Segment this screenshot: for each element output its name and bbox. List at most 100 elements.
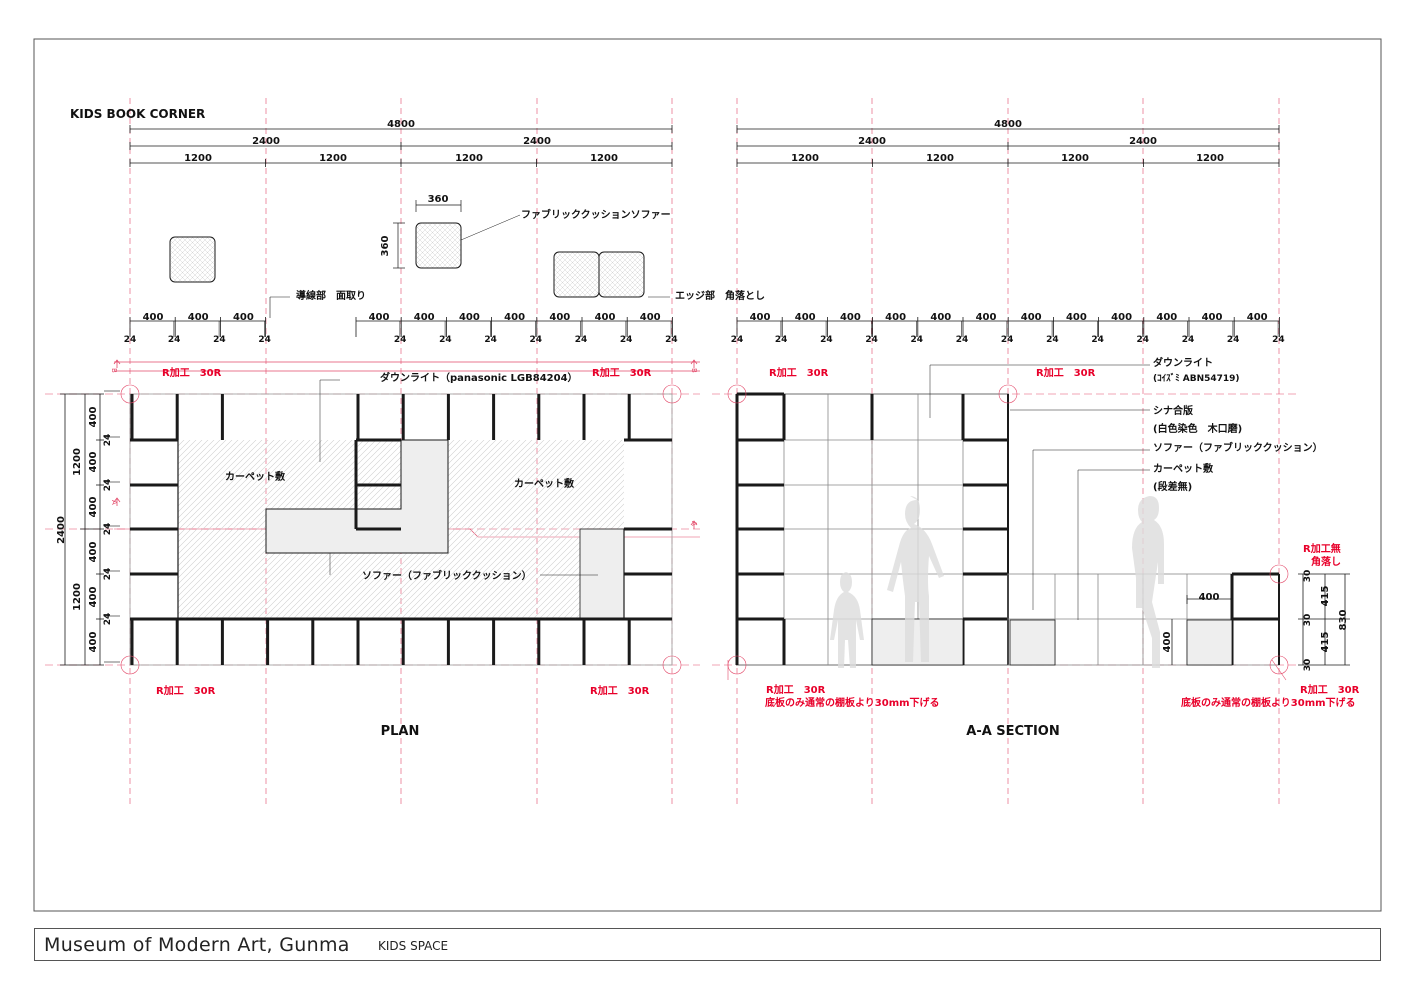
person-silhouette bbox=[887, 496, 944, 662]
dim-board: 24 bbox=[956, 335, 969, 345]
dim-half: 2400 bbox=[523, 136, 551, 147]
dim-board: 24 bbox=[865, 335, 878, 345]
view-label-section: A-A SECTION bbox=[966, 724, 1059, 739]
radius-mark bbox=[120, 384, 140, 404]
label-fabric-sofa: ファブリッククッションソファー bbox=[521, 208, 671, 221]
dim-shelf: 400 bbox=[88, 632, 99, 653]
section-cushion bbox=[1009, 619, 1056, 666]
label-carpet-sec: カーペット敷 bbox=[1153, 462, 1214, 475]
dim-height-half: 1200 bbox=[72, 448, 83, 476]
view-label-plan: PLAN bbox=[381, 724, 420, 739]
label-downlight: ダウンライト（panasonic LGB84204） bbox=[380, 371, 578, 384]
section-arrow bbox=[113, 497, 121, 506]
annotation-texts: KIDS BOOK CORNER 4800 2400 2400 1200 1200 1200… bbox=[56, 107, 1360, 739]
static-geometry bbox=[33, 38, 1382, 912]
project-subtitle: KIDS SPACE bbox=[378, 939, 449, 953]
project-title: Museum of Modern Art, Gunma bbox=[44, 934, 350, 956]
dim-board: 24 bbox=[1137, 335, 1150, 345]
dim-board: 24 bbox=[103, 479, 113, 492]
label-sofa: ソファー（ファブリッククッション） bbox=[362, 569, 532, 582]
radius-mark bbox=[1269, 564, 1289, 584]
dim-board: 24 bbox=[1046, 335, 1059, 345]
radius-mark bbox=[998, 384, 1018, 404]
dim-board: 24 bbox=[1001, 335, 1014, 345]
label-plywood-finish: (白色染色 木口磨) bbox=[1153, 422, 1242, 435]
dim-module: 1200 bbox=[1196, 153, 1224, 164]
dim-shelf: 400 bbox=[504, 312, 525, 323]
dim-shelf: 400 bbox=[88, 452, 99, 473]
dim-shelf: 400 bbox=[188, 312, 209, 323]
dim-board: 24 bbox=[439, 335, 452, 345]
dim-board: 24 bbox=[1272, 335, 1285, 345]
dim-module: 1200 bbox=[455, 153, 483, 164]
dim-shelf: 400 bbox=[1066, 312, 1087, 323]
dim-board: 24 bbox=[665, 335, 678, 345]
dim-module: 1200 bbox=[791, 153, 819, 164]
dim-shelf: 400 bbox=[1111, 312, 1132, 323]
label-r30: R加工 30R bbox=[592, 366, 652, 379]
radius-mark bbox=[1269, 655, 1289, 675]
dim-shelf: 400 bbox=[840, 312, 861, 323]
dim-height-half: 1200 bbox=[72, 583, 83, 611]
dim-shelf: 400 bbox=[414, 312, 435, 323]
dim-shelf: 400 bbox=[595, 312, 616, 323]
dim-shelf: 400 bbox=[459, 312, 480, 323]
dim-board: 24 bbox=[258, 335, 271, 345]
label-r30: R加工 30R bbox=[766, 683, 826, 696]
dim-board: 24 bbox=[168, 335, 181, 345]
dim-board: 24 bbox=[620, 335, 633, 345]
dim-cushion: 360 bbox=[428, 194, 449, 205]
label-r30: R加工 30R bbox=[590, 684, 650, 697]
dim-board: 24 bbox=[103, 434, 113, 447]
label-plywood: シナ合版 bbox=[1153, 404, 1193, 417]
label-sofa-sec: ソファー（ファブリッククッション） bbox=[1153, 441, 1323, 454]
radius-mark bbox=[662, 384, 682, 404]
dim-module: 1200 bbox=[319, 153, 347, 164]
dim-overall: 4800 bbox=[994, 119, 1022, 130]
dim-shelf: 400 bbox=[640, 312, 661, 323]
section-arrow bbox=[113, 359, 121, 368]
dim-sec-board: 30 bbox=[1303, 614, 1313, 627]
label-carpet: カーペット敷 bbox=[514, 477, 575, 490]
dim-shelf: 400 bbox=[795, 312, 816, 323]
label-r30: R加工 30R bbox=[1300, 683, 1360, 696]
radius-mark bbox=[662, 655, 682, 675]
dim-sec-total: 830 bbox=[1338, 610, 1349, 631]
label-carpet-sec-note: (段差無) bbox=[1153, 480, 1192, 493]
dim-overall: 4800 bbox=[387, 119, 415, 130]
dim-sec-half: 415 bbox=[1320, 586, 1331, 607]
dim-board: 24 bbox=[124, 335, 137, 345]
dim-sec-half: 415 bbox=[1320, 632, 1331, 653]
dim-shelf: 400 bbox=[750, 312, 771, 323]
dim-board: 24 bbox=[1227, 335, 1240, 345]
dim-shelf: 400 bbox=[885, 312, 906, 323]
seated-silhouette bbox=[1132, 496, 1164, 668]
dim-module: 1200 bbox=[926, 153, 954, 164]
section-cushion bbox=[1186, 619, 1233, 666]
dim-board: 24 bbox=[1182, 335, 1195, 345]
leader-line bbox=[1271, 659, 1287, 681]
drawing-title: KIDS BOOK CORNER bbox=[70, 107, 205, 121]
dim-shelf: 400 bbox=[88, 587, 99, 608]
label-bottom-note: 底板のみ通常の棚板より30mm下げる bbox=[765, 696, 940, 709]
dim-board: 24 bbox=[103, 568, 113, 581]
dim-module: 1200 bbox=[184, 153, 212, 164]
dim-shelf: 400 bbox=[976, 312, 997, 323]
dim-sec-board: 30 bbox=[1303, 659, 1313, 672]
dim-half: 2400 bbox=[858, 136, 886, 147]
child-silhouette bbox=[830, 572, 864, 668]
dim-board: 24 bbox=[775, 335, 788, 345]
section-mark-b: B bbox=[110, 368, 118, 373]
dim-shelf: 400 bbox=[233, 312, 254, 323]
dim-board: 24 bbox=[103, 613, 113, 626]
section-arrow bbox=[690, 520, 698, 529]
sheet-border bbox=[33, 38, 1382, 912]
label-r30: R加工 30R bbox=[1036, 366, 1096, 379]
section-mark-a: A bbox=[690, 521, 698, 526]
dim-board: 24 bbox=[820, 335, 833, 345]
dim-shelf: 400 bbox=[930, 312, 951, 323]
section-arrow bbox=[690, 359, 698, 368]
dim-board: 24 bbox=[911, 335, 924, 345]
dim-board: 24 bbox=[1091, 335, 1104, 345]
